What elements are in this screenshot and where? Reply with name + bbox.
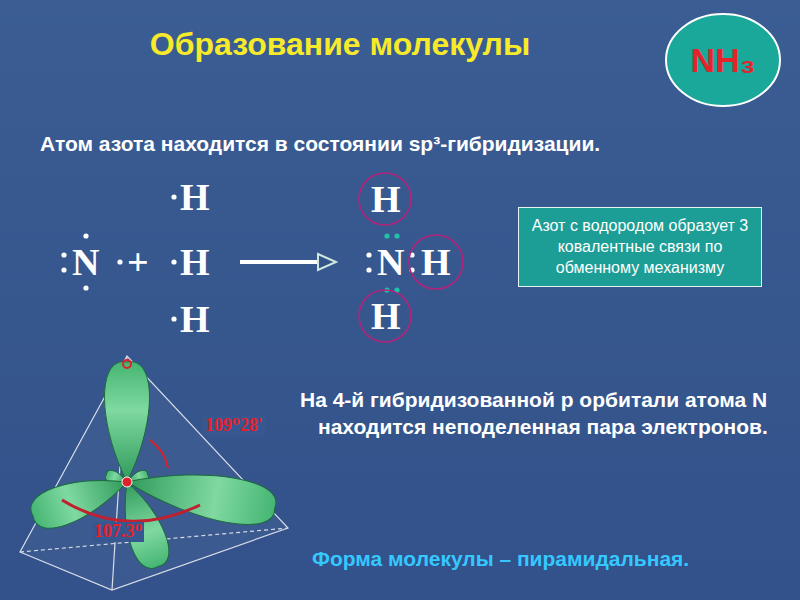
note-box: Азот с водородом образует 3 ковалентные …: [518, 207, 762, 287]
atom-symbol: H: [421, 243, 451, 281]
angle-arc: [62, 500, 200, 521]
atom-symbol: H: [180, 243, 210, 281]
atom-symbol: H: [180, 300, 210, 338]
angle-value: 107.3⁰: [92, 522, 144, 542]
formula-ellipse: NH₃: [664, 12, 782, 108]
conclusion: Форма молекулы – пирамидальная.: [312, 547, 689, 571]
pyramid: [20, 356, 288, 590]
electron-dots: [61, 194, 414, 321]
note-text: Азот с водородом образует 3 ковалентные …: [529, 216, 751, 278]
nuclei: [122, 360, 132, 487]
atom-symbol: H: [371, 180, 401, 218]
slide-title: Образование молекулы: [30, 26, 650, 63]
atom-symbol: H: [180, 178, 210, 216]
orbital-circles: [359, 173, 463, 342]
explanation: На 4-й гибридизованной р орбитали атома …: [300, 386, 800, 441]
formula-text: NH₃: [691, 41, 756, 80]
atom-symbol: N: [377, 243, 404, 281]
atom-symbol: N: [72, 243, 99, 281]
angle-arc: [150, 440, 168, 468]
plus-sign: +: [127, 243, 149, 281]
reaction-arrow: [240, 254, 336, 270]
angle-value: 109⁰28': [203, 416, 265, 436]
atom-symbol: H: [371, 297, 401, 335]
hybrid-orbitals: [26, 362, 279, 573]
subtitle: Атом азота находится в состоянии sp³-гиб…: [40, 132, 600, 156]
